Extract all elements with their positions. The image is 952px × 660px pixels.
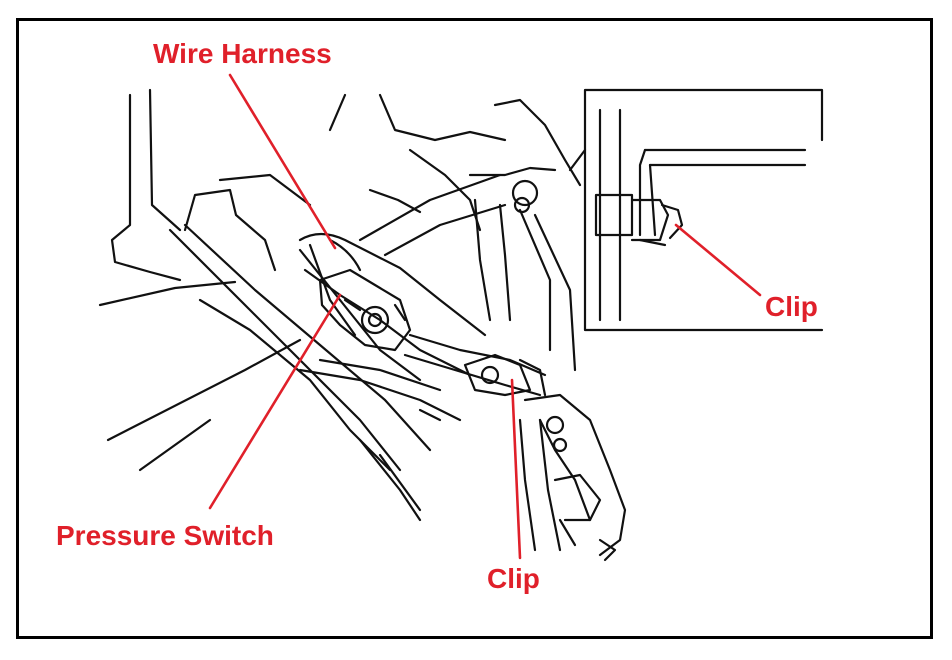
clip-bottom-leader [510, 378, 522, 560]
pressure-switch-body [318, 268, 412, 352]
clip-right-leader [674, 223, 762, 297]
wire-harness-leader [228, 73, 337, 250]
clip-right-label: Clip [765, 291, 818, 322]
pressure-switch-leader [208, 293, 342, 510]
wire-harness-bundle [298, 232, 487, 337]
clip-bottom-shape [463, 353, 532, 397]
wire-harness-label: Wire Harness [153, 38, 332, 69]
pressure-switch-label: Pressure Switch [56, 520, 274, 551]
clip-bottom-label: Clip [487, 563, 540, 594]
inset-box [583, 88, 824, 332]
diagram-frame [16, 18, 933, 639]
left-panel-outline [110, 93, 182, 282]
clip-right-shape [594, 193, 634, 237]
